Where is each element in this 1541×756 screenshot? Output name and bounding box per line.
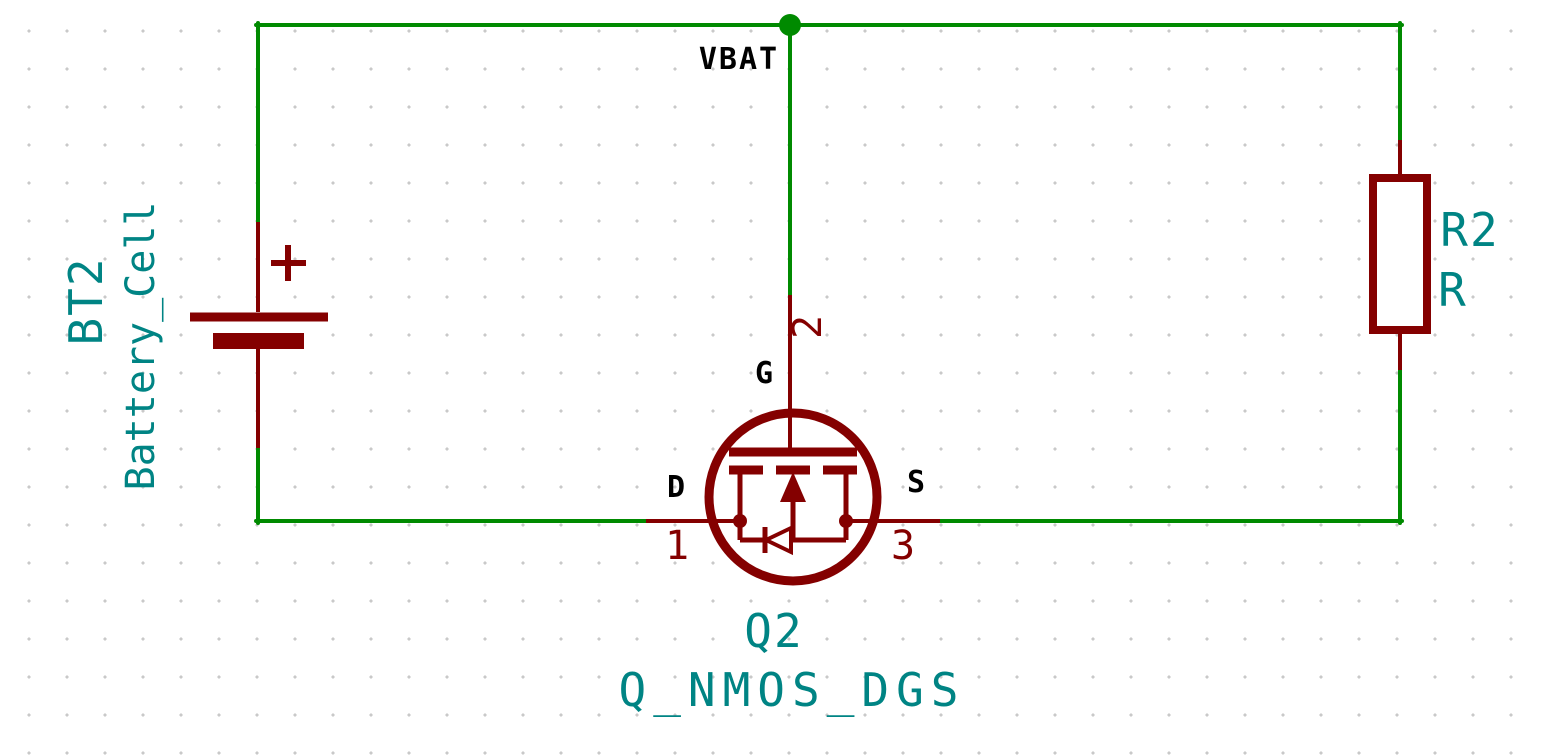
pin-name-drain: D [666, 470, 686, 505]
pin-number-source: 3 [890, 523, 916, 569]
mosfet-reference[interactable]: Q2 [744, 604, 804, 658]
mosfet-symbol[interactable] [646, 295, 940, 586]
resistor-value[interactable]: R [1438, 263, 1468, 317]
wires[interactable] [254, 14, 1404, 525]
pin-number-drain: 1 [664, 523, 690, 569]
mosfet-substrate-arrow [780, 472, 806, 502]
pin-number-gate: 2 [785, 314, 831, 340]
net-label-vbat[interactable]: VBAT [698, 42, 780, 77]
resistor-symbol[interactable] [1369, 140, 1431, 370]
resistor-body [1369, 174, 1431, 334]
battery-reference[interactable]: BT2 [59, 256, 113, 346]
junction-dot[interactable] [779, 14, 801, 36]
battery-value[interactable]: Battery_Cell [118, 201, 164, 491]
pin-name-gate: G [754, 356, 774, 391]
mosfet-value[interactable]: Q_NMOS_DGS [618, 663, 966, 717]
resistor-reference[interactable]: R2 [1440, 203, 1500, 257]
pin-name-source: S [906, 465, 926, 500]
battery-symbol[interactable] [190, 222, 328, 448]
battery-plus-icon [271, 245, 306, 281]
mosfet-body-diode-triangle [761, 524, 793, 556]
